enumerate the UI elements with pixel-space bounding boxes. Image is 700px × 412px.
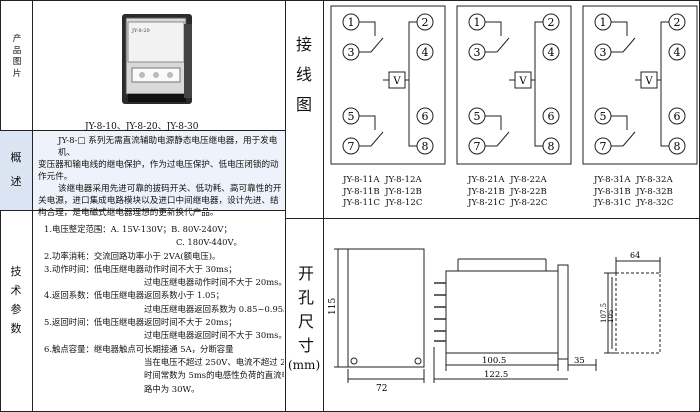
- terminal-number: 7: [600, 140, 607, 153]
- model-list-c: JY-8-31A JY-8-32A JY-8-31B JY-8-32B JY-8…: [594, 175, 674, 208]
- terminal-number: 3: [474, 46, 481, 59]
- tech-line: 过电压继电器返回时间不大于 30ms。: [144, 330, 284, 341]
- tech-line: 过电压继电器动作时间不大于 20ms。: [144, 277, 284, 288]
- panel-cutout: [615, 272, 661, 354]
- wiring-diagram-label: 接 线 图: [295, 35, 312, 114]
- dim-cutout-width: 64: [630, 251, 640, 260]
- terminal-number: 7: [474, 140, 481, 153]
- tech-line: 3.动作时间：低电压继电器动作时间不大于 30ms；: [44, 263, 237, 274]
- terminal-number: 6: [422, 110, 429, 123]
- terminal-number: 5: [348, 110, 355, 123]
- voltmeter-label: V: [392, 76, 401, 87]
- terminal-number: 7: [348, 140, 355, 153]
- overview-line: 构合理，是电磁式继电器理想的更新换代产品。: [38, 208, 219, 218]
- tech-line: C. 180V-440V。: [176, 237, 242, 248]
- tech-line: 路中为 30W。: [144, 383, 200, 394]
- dim-rear: 35: [574, 356, 585, 366]
- terminal-number: 4: [422, 46, 429, 59]
- cutout-dimensions-label: 开 孔 尺 寸: [297, 264, 314, 355]
- terminal-number: 5: [600, 110, 607, 123]
- product-photo: JY-8-20: [122, 14, 192, 104]
- overview-line: 作元件。: [38, 172, 73, 182]
- terminal-number: 4: [548, 46, 555, 59]
- tech-line: 6.触点容量：继电器触点可长期接通 5A，分断容量: [44, 343, 234, 354]
- tech-line: 1.电压整定范围：A. 15V-130V；B. 80V-240V；: [44, 224, 232, 234]
- terminal-number: 3: [348, 46, 355, 59]
- tech-line: 2.功率消耗：交流回路功率小于 2VA(额电压)。: [44, 250, 221, 261]
- terminal-circle: [668, 43, 686, 61]
- tech-line: 过电压继电器返回系数为 0.85~0.95。: [144, 303, 284, 314]
- model-list-b: JY-8-21A JY-8-22A JY-8-21B JY-8-22B JY-8…: [468, 175, 548, 208]
- dimension-unit: (mm): [288, 358, 321, 372]
- dim-height: 115: [328, 298, 338, 315]
- dim-depth: 100.5: [482, 356, 506, 366]
- terminal-number: 2: [548, 16, 555, 29]
- product-caption: JY-8-10、JY-8-20、JY-8-30: [85, 122, 199, 132]
- dim-cutout-height-inner: 105: [607, 310, 615, 323]
- overview-label: 概 述: [10, 151, 22, 188]
- tech-line: 4.返回系数：低电压继电器返回系数小于 1.05；: [44, 290, 225, 301]
- terminal-number: 1: [600, 16, 607, 29]
- tech-line: 5.返回时间：低电压继电器返回时间不大于 20ms；: [44, 317, 237, 328]
- terminal-number: 5: [474, 110, 481, 123]
- terminal-circle: [416, 107, 434, 125]
- wiring-panel: 1 2 3 4 5 6 7 8 V: [456, 5, 572, 165]
- overview-line: 该继电器采用先进可靠的拔码开关、低功耗、高可靠性的开: [58, 184, 282, 194]
- terminal-number: 1: [474, 16, 481, 29]
- wiring-panel: 1 2 3 4 5 6 7 8 V: [330, 5, 446, 165]
- terminal-number: 2: [422, 16, 429, 29]
- terminal-circle: [416, 43, 434, 61]
- tech-line: 时间常数为 5ms的电感性负荷的直流电: [144, 370, 284, 381]
- terminal-number: 2: [674, 16, 681, 29]
- dim-total-depth: 122.5: [484, 370, 508, 380]
- voltmeter-label: V: [518, 76, 527, 87]
- terminal-number: 4: [674, 46, 681, 59]
- wiring-diagrams: 1 2 3 4 5 6 7 8 V 1 2 3 4 5 6 7 8 V 1 2 3 4 5 6 7 8 V: [330, 5, 698, 165]
- overview-line: 变压器和输电线的继电保护，作为过电压保护、低电压闭锁的动: [38, 160, 279, 170]
- terminal-circle: [542, 107, 560, 125]
- overview-text: JY-8-□ 系列无需直流辅助电源静态电压继电器，用于发电机、 变压器和输电线的…: [38, 135, 286, 219]
- wiring-panel: 1 2 3 4 5 6 7 8 V: [582, 5, 698, 165]
- dim-front-width: 72: [376, 384, 387, 394]
- wiring-diagram-group: 1 2 3 4 5 6 7 8 V 1 2 3 4 5 6 7 8 V 1 2 3 4 5 6 7 8 V: [330, 5, 698, 165]
- dimension-drawings: 115 72 100.5 122.5 35 64 107.5 105: [328, 248, 661, 394]
- terminal-number: 8: [422, 140, 429, 153]
- voltmeter-label: V: [644, 76, 653, 87]
- terminal-number: 1: [348, 16, 355, 29]
- dim-cutout-height-outer: 107.5: [600, 303, 608, 323]
- product-picture-label: 产 品 图 片: [12, 34, 22, 79]
- terminal-circle: [668, 107, 686, 125]
- tech-params-text: 1.电压整定范围：A. 15V-130V；B. 80V-240V； C. 180…: [44, 223, 284, 396]
- terminal-number: 6: [674, 110, 681, 123]
- overview-line: JY-8-□ 系列无需直流辅助电源静态电压继电器，用于发电机、: [58, 136, 278, 158]
- model-list-a: JY-8-11A JY-8-12A JY-8-11B JY-8-12B JY-8…: [343, 175, 423, 208]
- tech-params-label: 技 术 参 数: [10, 265, 22, 335]
- front-view: [347, 248, 425, 368]
- terminal-number: 6: [548, 110, 555, 123]
- terminal-number: 3: [600, 46, 607, 59]
- overview-line: 关电源，进口集成电路模块以及进口中间继电器，设计先进、结: [38, 196, 279, 206]
- side-view: [445, 270, 559, 354]
- device-face-text: JY-8-20: [131, 28, 150, 34]
- terminal-circle: [542, 43, 560, 61]
- tech-line: 当在电压不超过 250V、电流不超过 2A: [144, 356, 284, 367]
- terminal-number: 8: [548, 140, 555, 153]
- terminal-number: 8: [674, 140, 681, 153]
